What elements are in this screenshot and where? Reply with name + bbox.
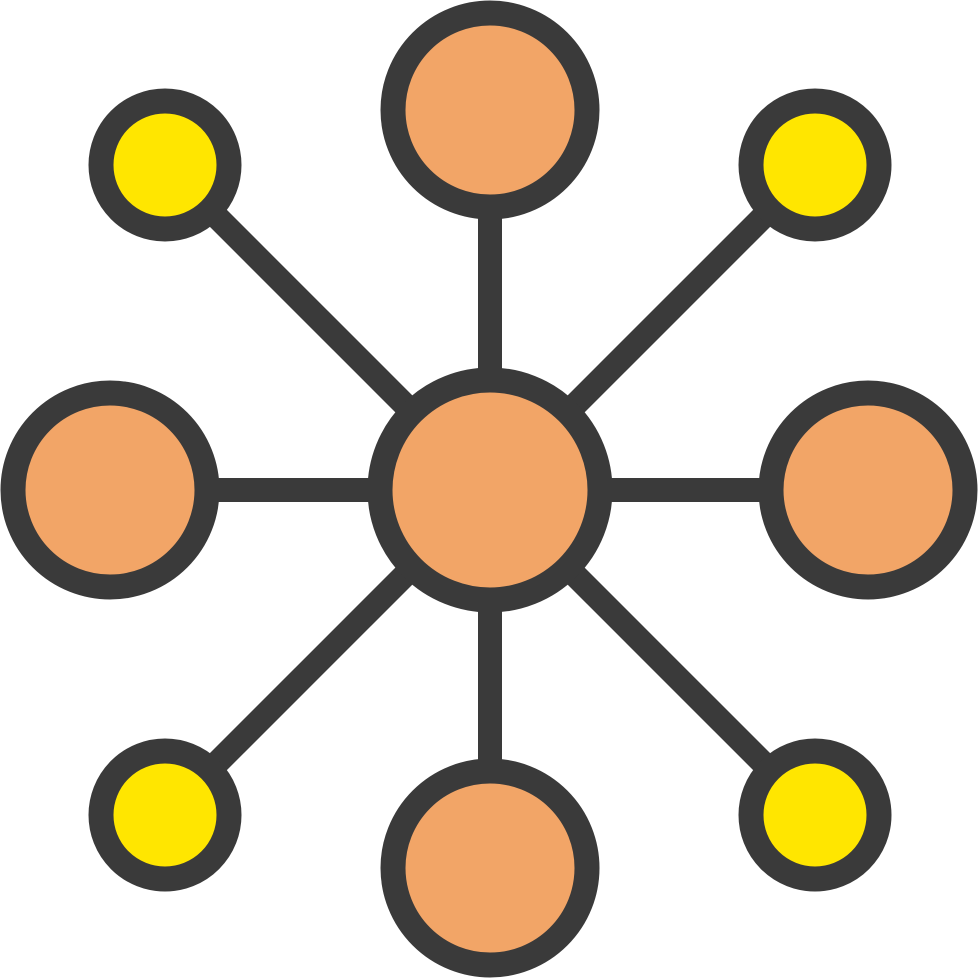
node-top — [380, 0, 600, 220]
node-top-right — [738, 88, 892, 242]
node-bottom-left — [88, 738, 242, 892]
hub-node — [367, 367, 613, 613]
node-top-left — [88, 88, 242, 242]
node-bottom-right — [738, 738, 892, 892]
node-bottom — [380, 758, 600, 978]
node-left — [0, 380, 220, 600]
node-right — [758, 380, 978, 600]
